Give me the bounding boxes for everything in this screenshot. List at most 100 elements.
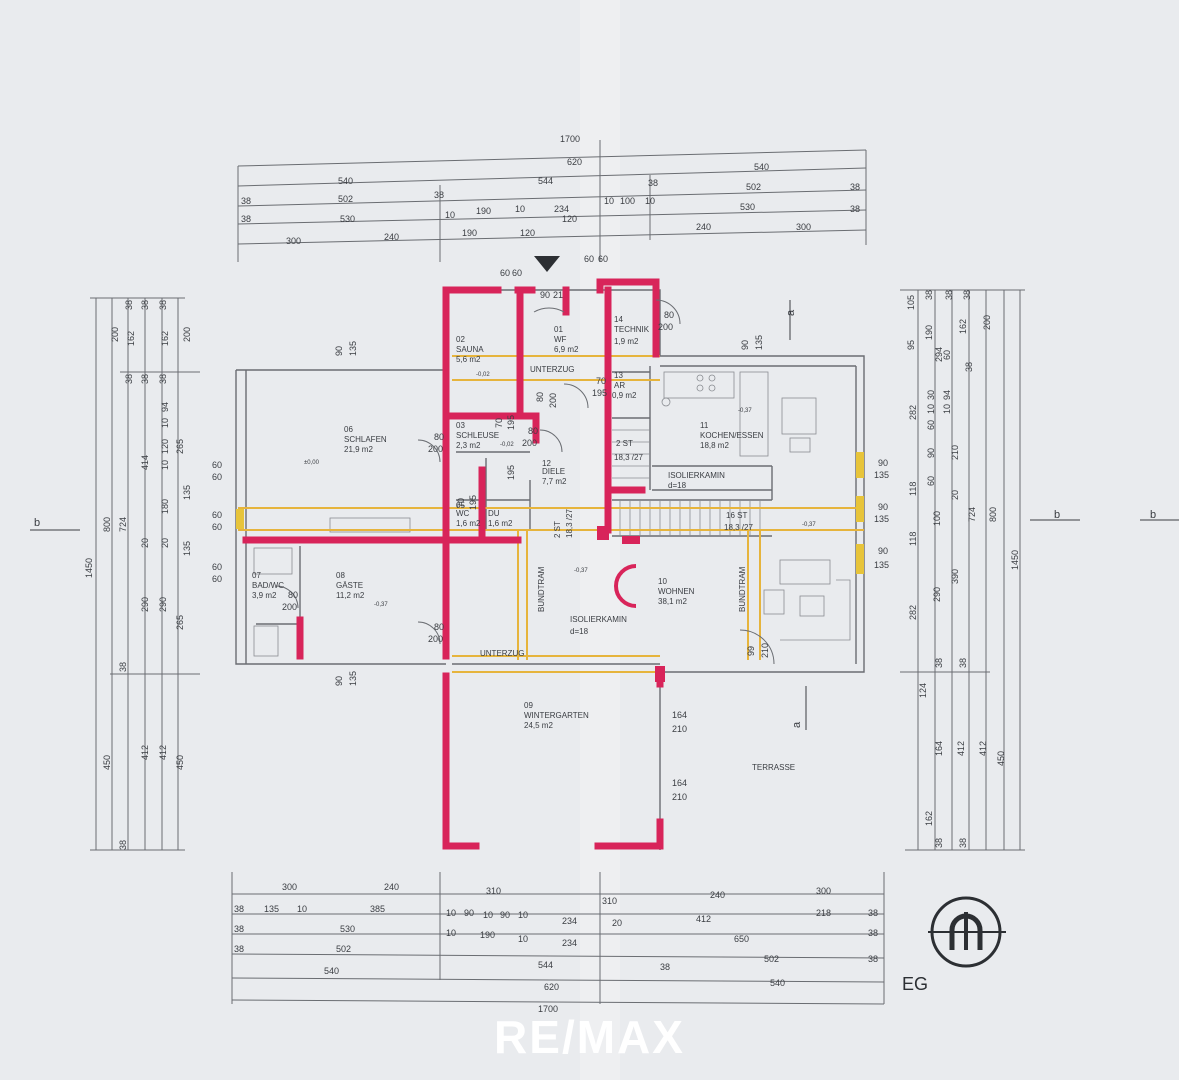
dim-text: 38 (234, 944, 244, 954)
beams (238, 355, 864, 673)
room-name: DIELE (542, 467, 565, 476)
dim-text: 135 (182, 485, 192, 500)
bottom-dimension-text: 300 240 310 310 240 300 38 135 10 385 10… (234, 882, 878, 1014)
dim-text: 164 (934, 741, 944, 756)
dim-text: 38 (958, 838, 968, 848)
room-area: 3,9 m2 (252, 591, 277, 600)
dim-text: 200 (428, 634, 443, 644)
room-name: WC (456, 509, 470, 518)
door-swing (275, 585, 299, 609)
terrace-label: TERRASSE (752, 763, 795, 772)
dim-text: 300 (816, 886, 831, 896)
dim-text: 282 (908, 405, 918, 420)
dim-text: 265 (175, 439, 185, 454)
dim-text: 38 (158, 300, 168, 310)
dim-text: 234 (562, 938, 577, 948)
dim-text: 300 (286, 236, 301, 246)
dim-text: 200 (182, 327, 192, 342)
dim-text: 282 (908, 605, 918, 620)
dim-text: 135 (348, 671, 358, 686)
dim-text: 620 (567, 157, 582, 167)
room-labels: 01 WF 6,9 m2 02 SAUNA 5,6 m2 03 SCHLEUSE… (252, 315, 764, 730)
opening-dims: 90 135 90 135 90 135 90 135 90 135 90 13… (212, 310, 889, 802)
dim-text: 90 (464, 908, 474, 918)
dim-text: 60 (598, 254, 608, 264)
dim-text: 530 (340, 214, 355, 224)
floor-level-label: EG (902, 974, 928, 994)
dim-text: 210 (672, 724, 687, 734)
room-du: DU 1,6 m2 (488, 509, 513, 528)
dim-text: 195 (506, 465, 516, 480)
dim-text: 195 (468, 495, 478, 510)
door-swing (655, 299, 681, 325)
room-name: WF (554, 335, 567, 344)
room-number: 13 (614, 371, 623, 380)
room-name: BAD/WC (252, 581, 284, 590)
dim-text: 60 (926, 476, 936, 486)
beam-label: BUNDTRAM (738, 566, 747, 612)
level-mark: ±0,00 (304, 460, 320, 466)
dim-text: 240 (696, 222, 711, 232)
beam-label: UNTERZUG (530, 365, 574, 374)
room-number: 06 (344, 425, 353, 434)
chimney-label: d=18 (570, 627, 589, 636)
dim-text: 135 (754, 335, 764, 350)
dim-text: 620 (544, 982, 559, 992)
room-01: 01 WF 6,9 m2 (554, 325, 579, 354)
door-swing (533, 307, 565, 313)
dim-text: 38 (118, 840, 128, 850)
dim-text: 135 (182, 541, 192, 556)
dim-text: 38 (124, 374, 134, 384)
room-name: TECHNIK (614, 325, 650, 334)
dim-text: 190 (480, 930, 495, 940)
room-06: 06 SCHLAFEN 21,9 m2 (344, 425, 387, 454)
dim-text: 390 (950, 569, 960, 584)
dim-text: 800 (988, 507, 998, 522)
room-number: 09 (524, 701, 533, 710)
dim-text: 38 (158, 374, 168, 384)
dim-text: 414 (140, 455, 150, 470)
dim-text: 90 (334, 676, 344, 686)
dim-text: 10 (518, 910, 528, 920)
dim-text: 90 (334, 346, 344, 356)
dim-text: 60 (500, 268, 510, 278)
level-mark: -0,02 (476, 372, 490, 378)
dim-text: 10 (926, 404, 936, 414)
remax-watermark: RE/MAX (494, 1011, 685, 1063)
dim-text: 240 (384, 882, 399, 892)
room-number: 05 (456, 501, 465, 510)
dim-text: 60 (942, 350, 952, 360)
room-area: 7,7 m2 (542, 477, 567, 486)
room-name: KOCHEN/ESSEN (700, 431, 764, 440)
section-a-label: a (791, 721, 803, 728)
dim-text: 540 (338, 176, 353, 186)
chimney-label: ISOLIERKAMIN (668, 471, 725, 480)
room-13: 13 AR 0,9 m2 (612, 371, 637, 400)
door-swing (739, 629, 775, 665)
dim-text: 385 (370, 904, 385, 914)
dim-text: 60 (212, 522, 222, 532)
dim-text: 10 (483, 910, 493, 920)
room-number: 11 (700, 421, 709, 430)
room-name: SCHLAFEN (344, 435, 387, 444)
dim-text: 162 (924, 811, 934, 826)
stair-label: 18,3 /27 (614, 453, 643, 462)
dim-text: 724 (118, 517, 128, 532)
room-14: 14 TECHNIK 1,9 m2 (614, 315, 650, 346)
dim-text: 38 (140, 374, 150, 384)
dim-text: 234 (562, 916, 577, 926)
window (856, 452, 864, 478)
dim-text: 118 (908, 482, 918, 496)
room-number: 01 (554, 325, 563, 334)
dim-text: 60 (212, 472, 222, 482)
stair-label: 2 ST (553, 521, 562, 538)
right-dimension-lines (900, 289, 1025, 851)
bearing-walls (242, 278, 664, 850)
room-12: 12 DIELE 7,7 m2 (542, 459, 567, 486)
dim-text: 200 (658, 322, 673, 332)
dim-text: 20 (950, 490, 960, 500)
dim-text: 10 (604, 196, 614, 206)
section-b-label: b (34, 517, 40, 529)
door-swing (417, 439, 441, 463)
